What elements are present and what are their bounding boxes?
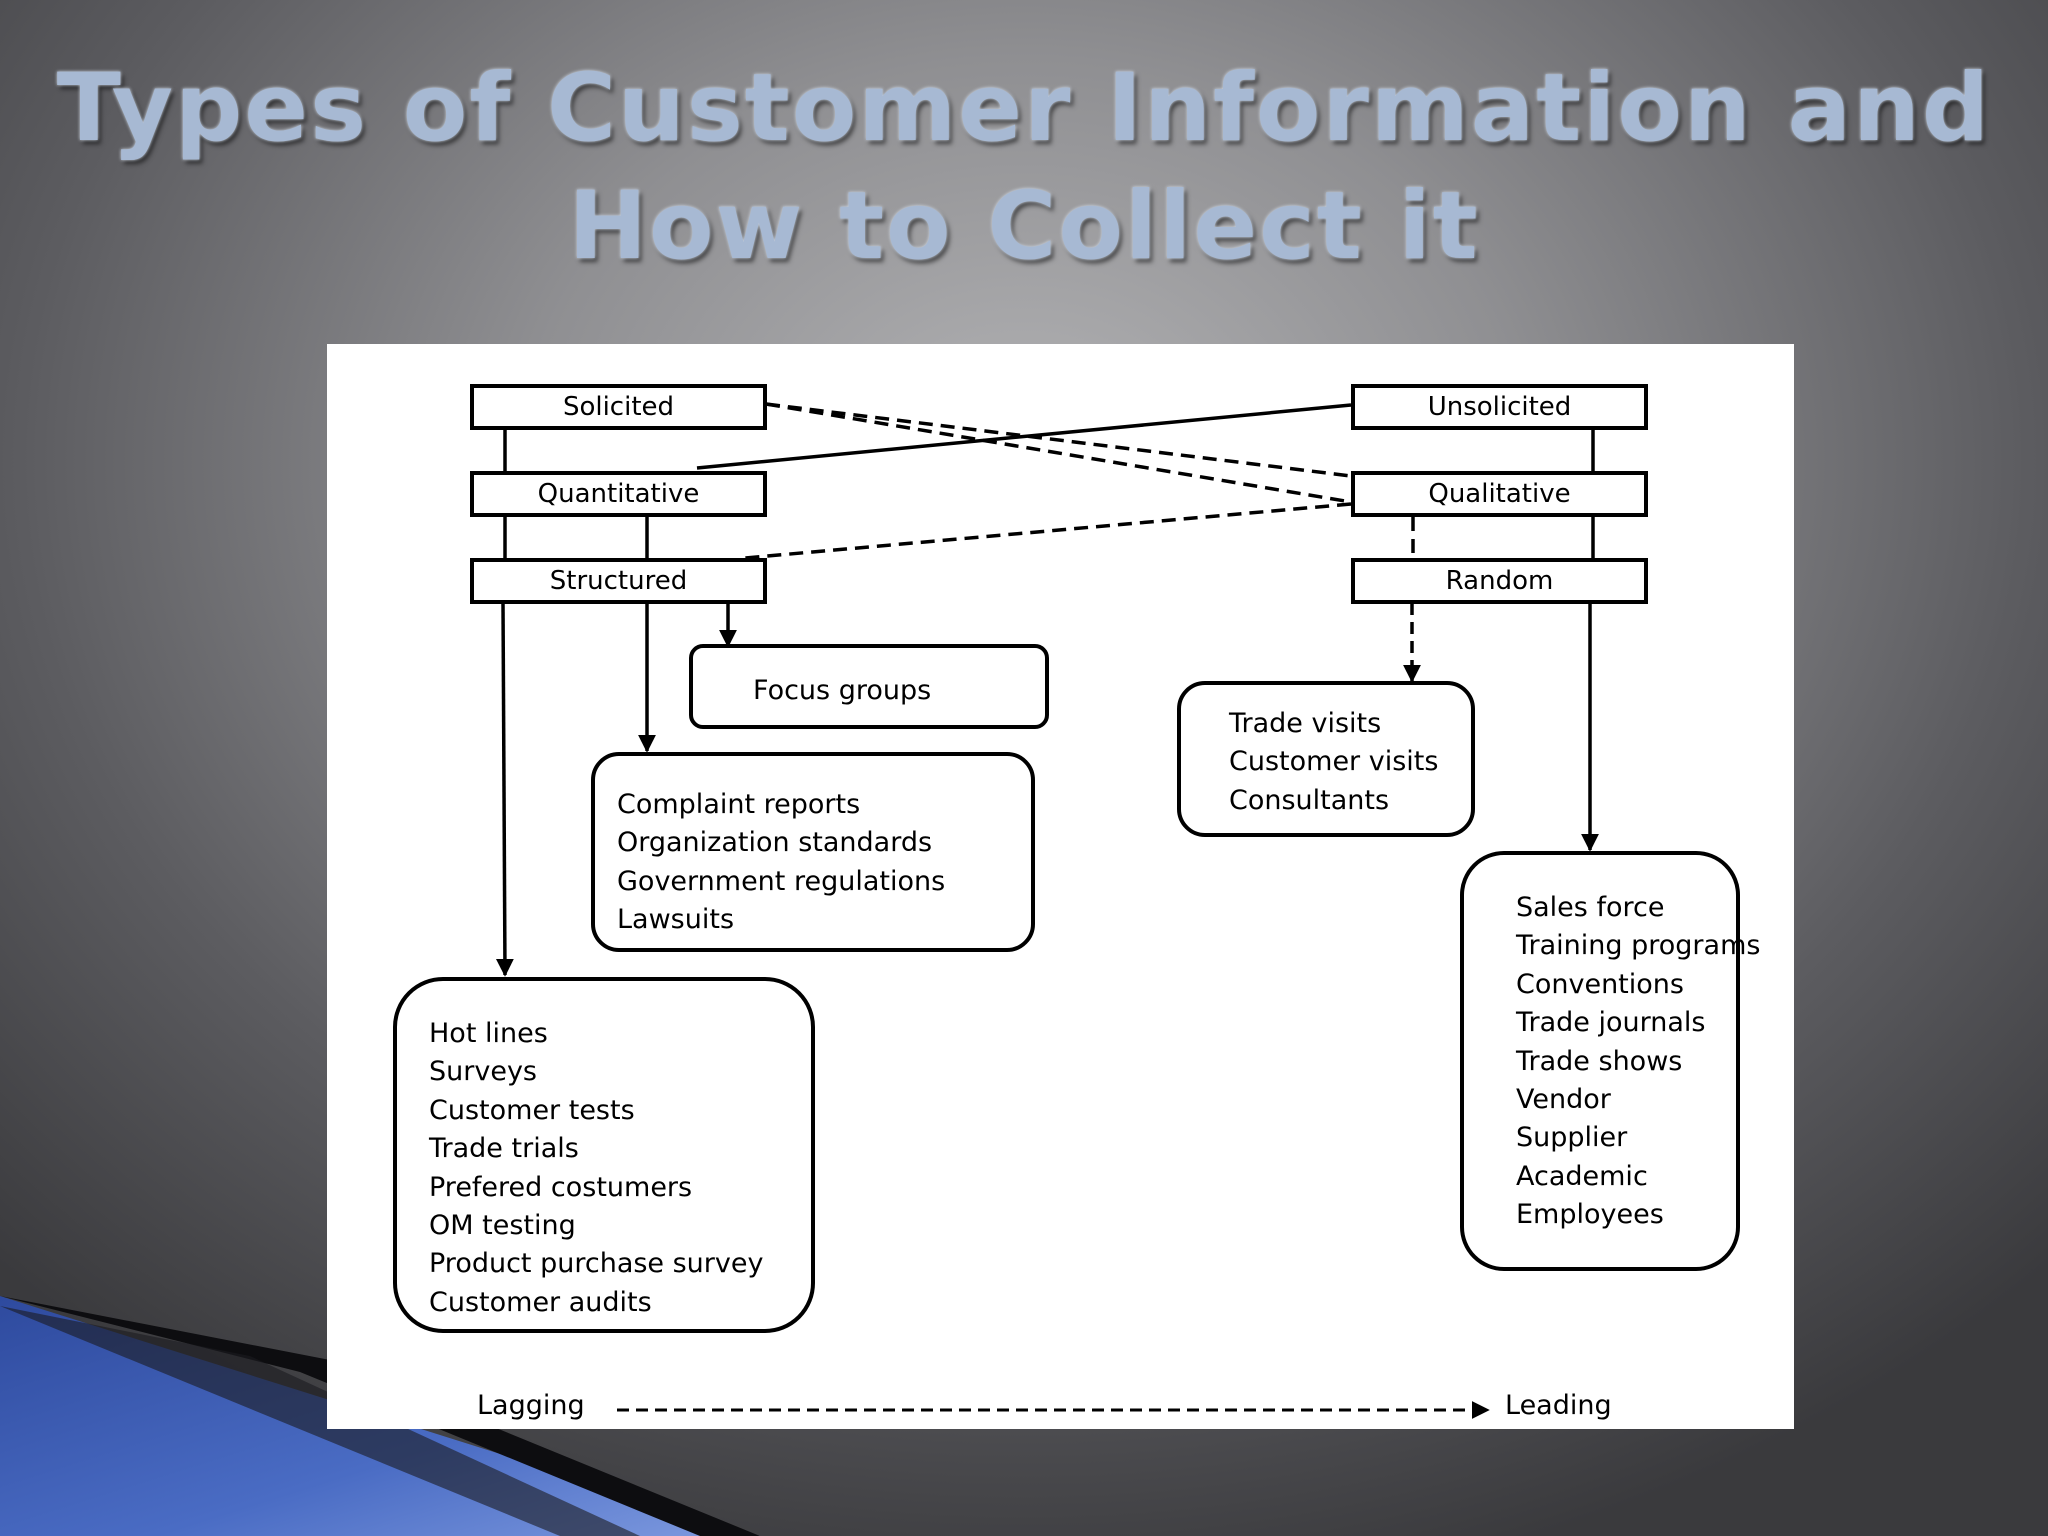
list-item: Employees bbox=[1516, 1199, 1664, 1231]
list-item: Trade shows bbox=[1516, 1045, 1683, 1077]
structured-label: Structured bbox=[549, 566, 688, 596]
sales-force-box: Sales force Training programs Convention… bbox=[1460, 851, 1761, 1271]
list-item: Trade trials bbox=[429, 1133, 579, 1165]
list-item: OM testing bbox=[429, 1210, 576, 1242]
visits-box: Trade visits Customer visits Consultants bbox=[1177, 681, 1475, 837]
list-item: Hot lines bbox=[429, 1018, 548, 1049]
connector-solicited-qualitative-1 bbox=[765, 402, 1352, 478]
diagram-connectors bbox=[495, 402, 1599, 1419]
list-item: Academic bbox=[1516, 1160, 1648, 1192]
solicited-box: Solicited bbox=[470, 384, 767, 430]
list-item: Surveys bbox=[429, 1056, 537, 1088]
arrow-structured-hotlines bbox=[495, 602, 514, 977]
list-item: Trade journals bbox=[1516, 1007, 1706, 1039]
connector-qualitative-structured bbox=[744, 502, 1352, 560]
list-item: Vendor bbox=[1516, 1084, 1611, 1116]
leading-label: Leading bbox=[1505, 1390, 1612, 1421]
random-box: Random bbox=[1351, 558, 1648, 604]
list-item: Organization standards bbox=[617, 827, 933, 859]
slide-title: Types of Customer Information and How to… bbox=[0, 50, 2048, 286]
list-item: Complaint reports bbox=[617, 789, 861, 820]
qualitative-label: Qualitative bbox=[1428, 479, 1571, 509]
list-item: Customer audits bbox=[429, 1286, 652, 1318]
structured-box: Structured bbox=[470, 558, 767, 604]
quantitative-box: Quantitative bbox=[470, 471, 767, 517]
list-item: Trade visits bbox=[1229, 708, 1382, 739]
list-item: Lawsuits bbox=[617, 904, 735, 936]
list-item: Focus groups bbox=[753, 675, 932, 706]
list-item: Supplier bbox=[1516, 1122, 1628, 1154]
unsolicited-label: Unsolicited bbox=[1427, 392, 1572, 422]
list-item: Prefered costumers bbox=[429, 1171, 693, 1203]
list-item: Customer visits bbox=[1229, 746, 1439, 778]
list-item: Customer tests bbox=[429, 1094, 635, 1126]
quantitative-label: Quantitative bbox=[537, 479, 700, 509]
list-item: Training programs bbox=[1516, 930, 1761, 962]
list-item: Government regulations bbox=[617, 865, 946, 897]
qualitative-box: Qualitative bbox=[1351, 471, 1648, 517]
connector-unsolicited-quantitative bbox=[696, 403, 1352, 470]
random-label: Random bbox=[1445, 566, 1554, 596]
connector-solicited-qualitative-2 bbox=[765, 402, 1352, 504]
list-item: Product purchase survey bbox=[429, 1248, 764, 1280]
slide-title-line-2: How to Collect it bbox=[568, 172, 1480, 281]
diagram-panel: Solicited Unsolicited Quantitative Quali… bbox=[327, 344, 1794, 1429]
complaint-reports-box: Complaint reports Organization standards… bbox=[591, 752, 1035, 952]
solicited-label: Solicited bbox=[562, 392, 675, 422]
list-item: Sales force bbox=[1516, 892, 1665, 923]
list-item: Conventions bbox=[1516, 968, 1684, 1000]
unsolicited-box: Unsolicited bbox=[1351, 384, 1648, 430]
lagging-label: Lagging bbox=[477, 1390, 585, 1421]
focus-groups-box: Focus groups bbox=[689, 644, 1049, 729]
list-item: Consultants bbox=[1229, 784, 1390, 816]
hotlines-box: Hot lines Surveys Customer tests Trade t… bbox=[393, 977, 815, 1333]
slide-title-line-1: Types of Customer Information and bbox=[56, 54, 1992, 163]
